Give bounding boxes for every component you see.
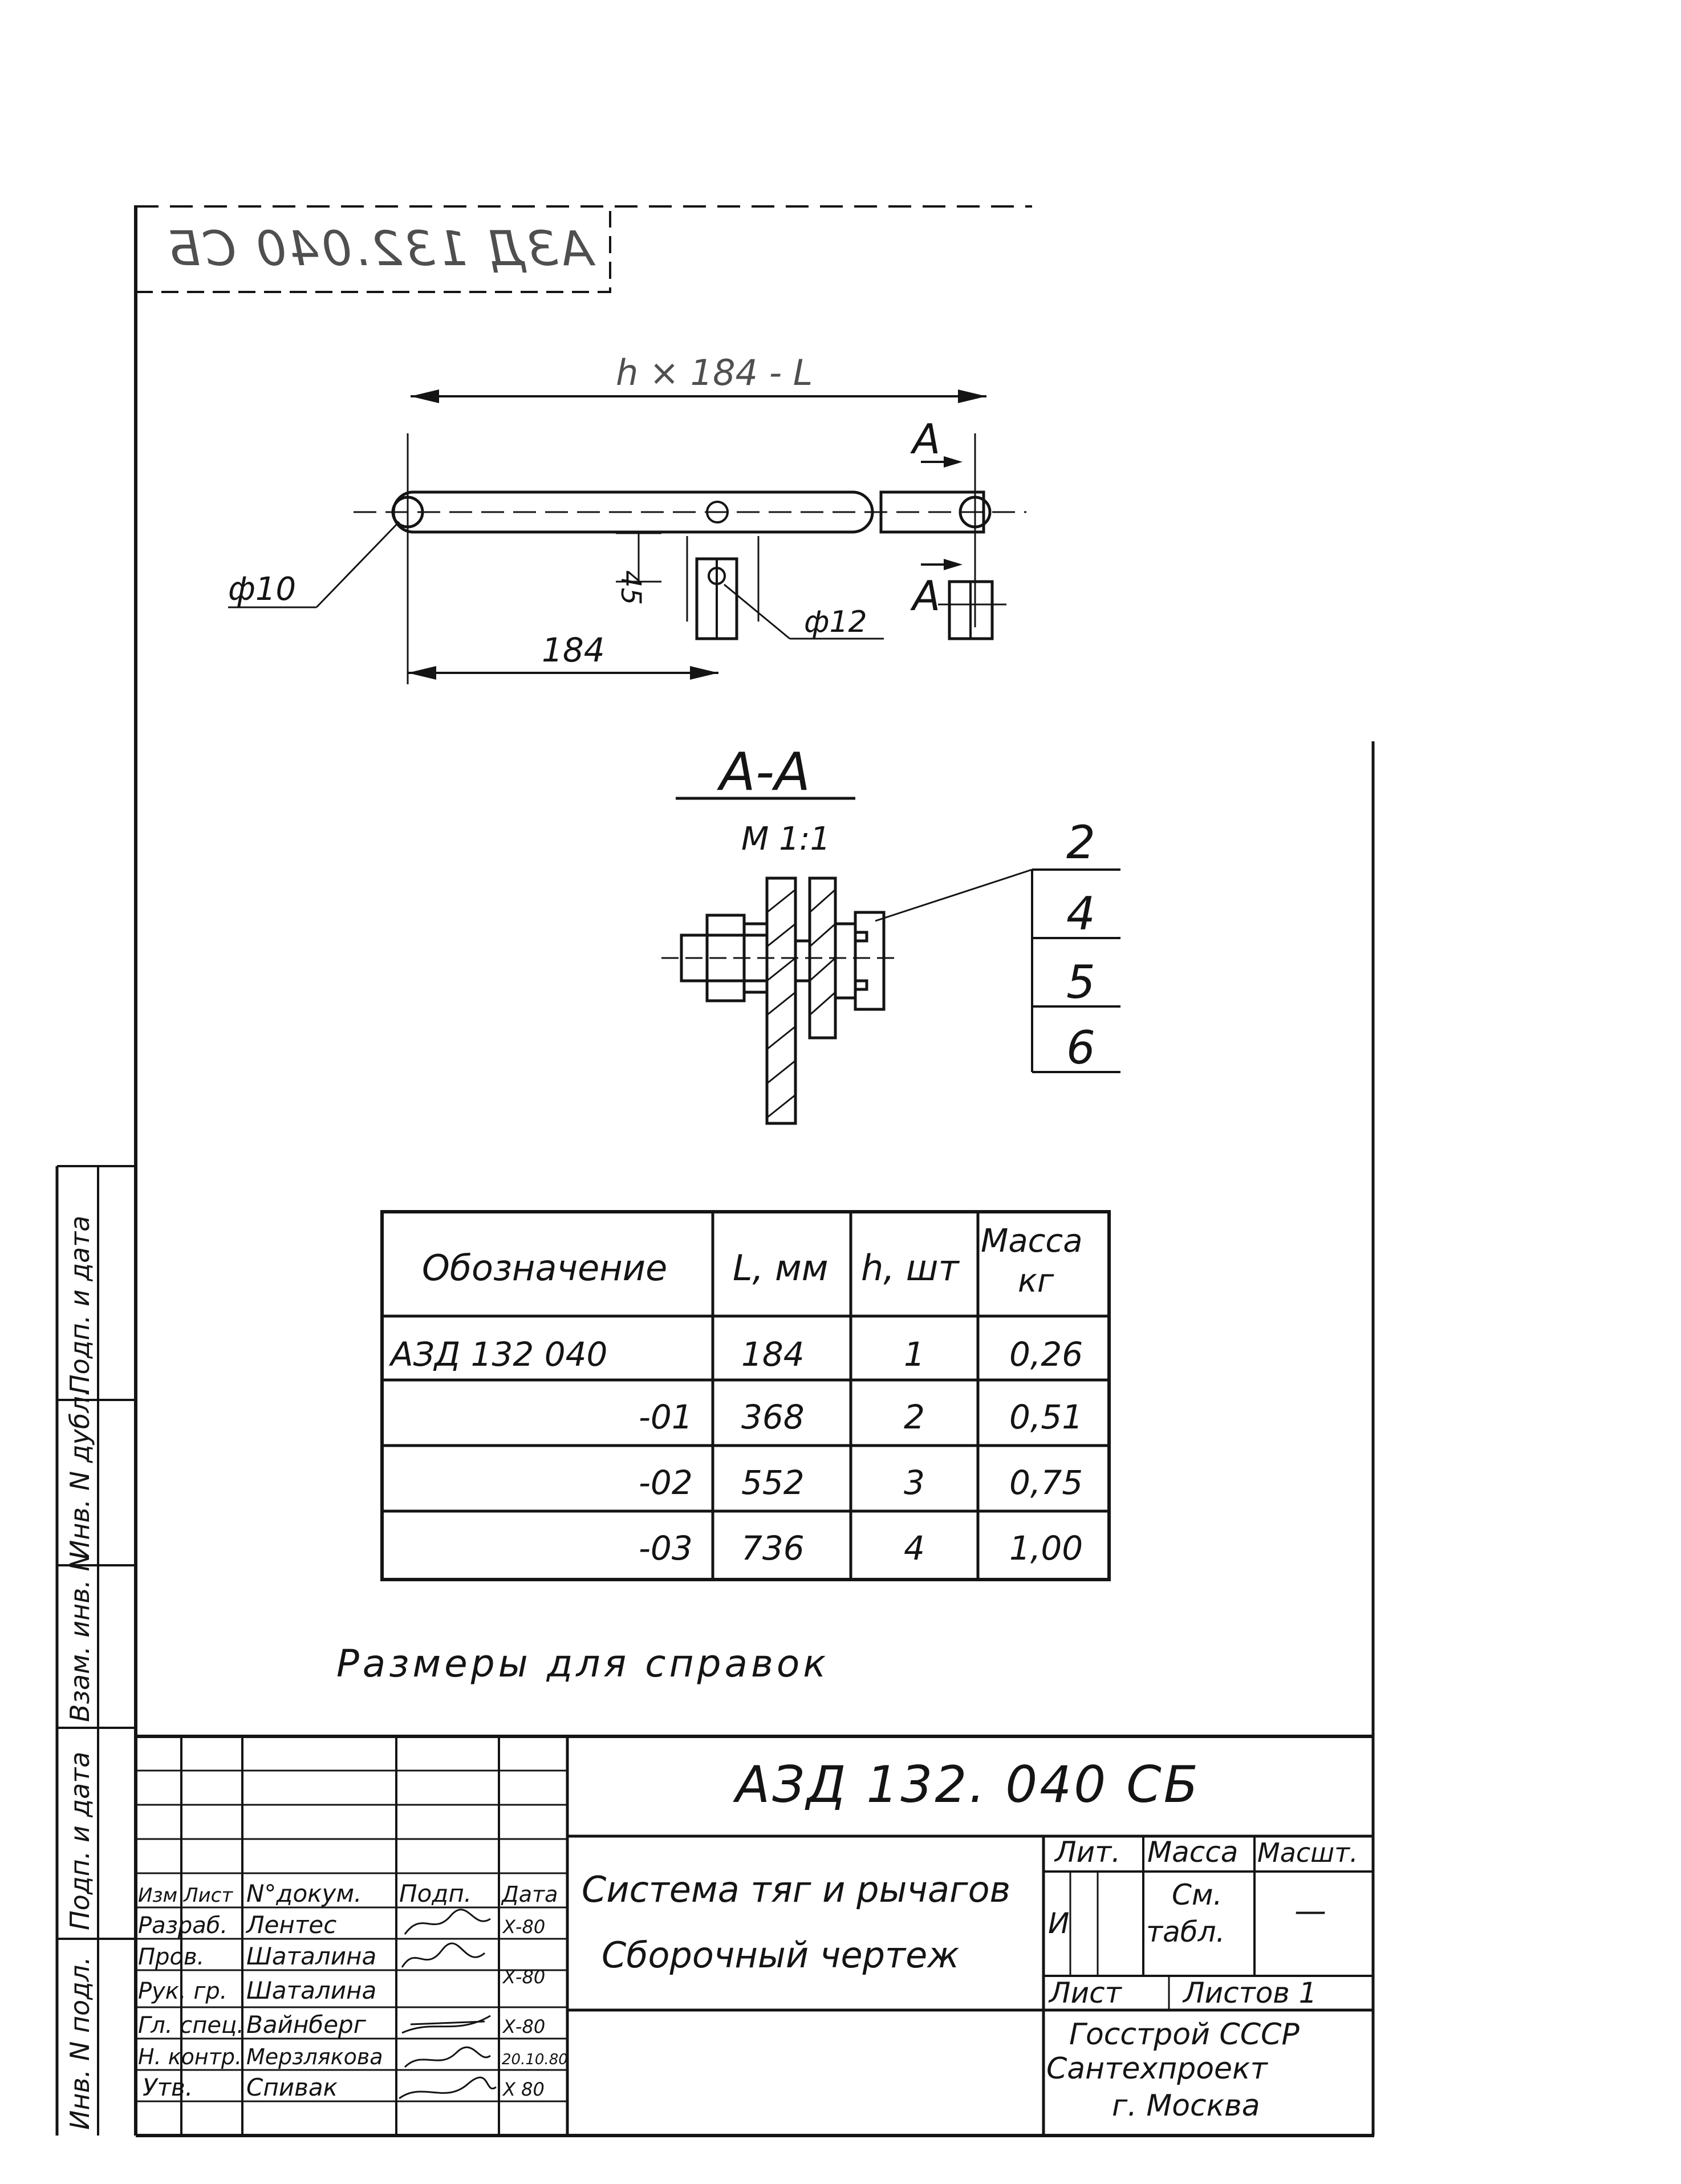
scale-value: — [1294,1893,1326,1930]
sheet-frame [134,205,1375,2137]
callout-5: 5 [1066,956,1095,1009]
section-marker-top: А [910,415,940,463]
length-formula: h × 184 - L [616,352,813,393]
mass-value-1: См. [1172,1878,1223,1911]
row-count: 2 [904,1398,925,1436]
row-designation: -02 [639,1463,693,1502]
role-name: Шаталина [246,1942,376,1970]
section-marker-bottom: А [910,572,940,620]
row-length: 552 [741,1463,805,1502]
mass-label: Масса [1147,1836,1238,1869]
org-line-3: г. Москва [1112,2089,1260,2123]
row-mass: 0,51 [1009,1398,1083,1436]
sheet-label: Лист [1048,1976,1123,2010]
sheets-label: Листов 1 [1182,1976,1317,2010]
role-label: Утв. [143,2073,193,2101]
role-label: Гл. спец. [138,2012,244,2039]
col-date: Дата [501,1882,558,1907]
row-count: 4 [904,1529,925,1568]
section-title: А-А [717,741,810,802]
signatures [399,1909,497,2100]
mirrored-stamp: АЗД 132.040 СБ [136,211,611,293]
row-designation: -03 [639,1529,693,1568]
header-mass-2: кг [1018,1263,1054,1300]
row-designation: -01 [639,1398,693,1436]
role-name: Шаталина [246,1976,376,2004]
strip-podp-data-1: Подп. и дата [64,1752,95,1930]
role-name: Вайнберг [246,2011,367,2039]
header-mass-1: Масса [981,1223,1083,1260]
row-length: 368 [741,1398,805,1436]
mass-value-2: табл. [1146,1915,1225,1948]
row-designation: АЗД 132 040 [388,1335,607,1374]
variants-table: Обозначение L, мм h, шт Масса кг АЗД 132… [380,1210,1111,1581]
document-code: АЗД 132. 040 СБ [733,1755,1200,1814]
col-sign: Подп. [399,1879,472,1907]
role-date: 20.10.80 [502,2051,568,2068]
role-label: Рук. гр. [138,1978,228,2004]
row-mass: 1,00 [1009,1529,1083,1568]
lit-value: И [1048,1907,1069,1940]
role-date: Х-80 [502,1916,545,1938]
callout-6: 6 [1066,1021,1095,1074]
section-scale: М 1:1 [741,821,830,858]
col-izm: Изм [138,1884,177,1907]
strip-vzam-inv: Взам. инв. N [64,1552,95,1722]
title-block: Изм Лист N°докум. Подп. Дата Разраб. Лен… [136,1735,1374,2136]
callout-2: 2 [1066,816,1095,869]
drawing-name-2: Сборочный чертеж [602,1934,959,1976]
reference-note: Размеры для справок [336,1642,829,1686]
left-strip: Инв. N подл. Подп. и дата Взам. инв. N И… [55,1165,136,2136]
hole-lever-callout: ф12 [804,605,867,639]
role-name: Мерзлякова [246,2044,383,2069]
header-count: h, шт [861,1247,960,1289]
strip-inv-dubl: Инв. N дубл. [64,1388,95,1560]
strip-podp-data-2: Подп. и дата [64,1216,95,1394]
role-label: Разраб. [138,1913,228,1939]
row-count: 1 [904,1335,925,1374]
row-count: 3 [904,1463,925,1502]
role-date: Х 80 [502,2079,545,2100]
role-name: Спивак [246,2073,338,2101]
main-view: h × 184 - L 45 184 ф10 [228,352,1026,684]
pitch-dim: 184 [542,631,605,669]
header-designation: Обозначение [422,1247,667,1289]
role-label: Н. контр. [138,2044,242,2069]
offset-dim: 45 [615,570,647,605]
row-mass: 0,75 [1009,1463,1083,1502]
mirrored-code: АЗД 132.040 СБ [165,221,596,277]
strip-inv-podl: Инв. N подл. [64,1956,95,2130]
row-length: 184 [741,1335,805,1374]
role-name: Лентес [245,1911,336,1939]
lit-label: Лит. [1054,1836,1120,1869]
row-length: 736 [741,1529,805,1568]
col-doc: N°докум. [246,1879,362,1907]
callout-4: 4 [1066,887,1095,940]
role-date: Х-80 [502,2016,545,2037]
hole-left-callout: ф10 [228,571,296,608]
scale-label: Масшт. [1257,1837,1358,1868]
header-length: L, мм [733,1247,829,1289]
drawing-name-1: Система тяг и рычагов [582,1869,1010,1910]
col-list: Лист [182,1884,233,1907]
org-line-1: Госстрой СССР [1069,2017,1300,2052]
role-label: Пров. [138,1944,204,1970]
org-line-2: Сантехпроект [1046,2052,1268,2086]
section-view: А-А М 1:1 [661,741,1120,1125]
row-mass: 0,26 [1009,1335,1083,1374]
role-date: Х-80 [502,1966,545,1988]
